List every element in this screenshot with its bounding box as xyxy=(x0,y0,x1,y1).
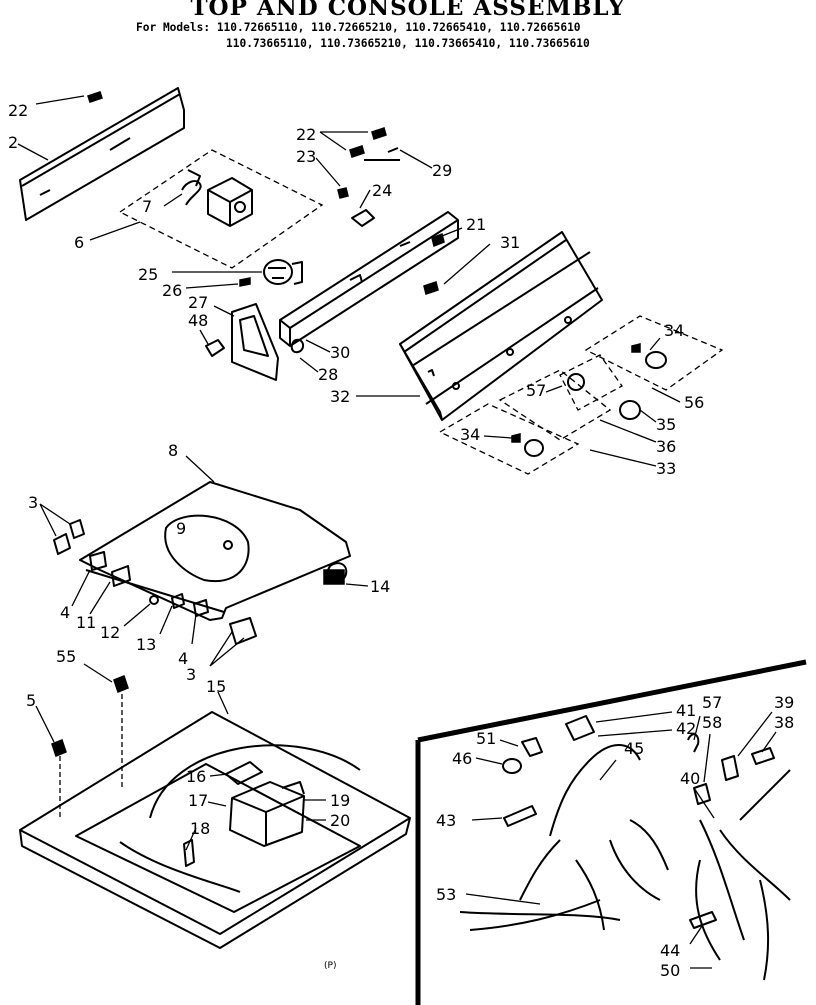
part-label-22: 22 xyxy=(296,125,316,144)
part-label-28: 28 xyxy=(318,365,338,384)
part-label-22: 22 xyxy=(8,101,28,120)
footer-mark: (P) xyxy=(324,961,336,971)
part-label-36: 36 xyxy=(656,437,676,456)
part-label-12: 12 xyxy=(100,623,120,642)
part-label-15: 15 xyxy=(206,677,226,696)
part-label-26: 26 xyxy=(162,281,182,300)
model-list-line-2: 110.73665110, 110.73665210, 110.73665410… xyxy=(226,37,590,50)
part-label-6: 6 xyxy=(74,233,84,252)
part-label-39: 39 xyxy=(774,693,794,712)
part-label-8: 8 xyxy=(168,441,178,460)
part-label-42: 42 xyxy=(676,719,696,738)
part-label-29: 29 xyxy=(432,161,452,180)
part-label-34: 34 xyxy=(460,425,480,444)
part-label-4: 4 xyxy=(60,603,70,622)
part-label-24: 24 xyxy=(372,181,392,200)
part-label-30: 30 xyxy=(330,343,350,362)
part-label-57: 57 xyxy=(702,693,722,712)
part-label-19: 19 xyxy=(330,791,350,810)
cabinet-top-part xyxy=(19,675,411,949)
part-label-44: 44 xyxy=(660,941,680,960)
part-label-48: 48 xyxy=(188,311,208,330)
part-label-55: 55 xyxy=(56,647,76,666)
lid-part xyxy=(79,481,351,621)
part-label-45: 45 xyxy=(624,739,644,758)
part-label-13: 13 xyxy=(136,635,156,654)
part-label-43: 43 xyxy=(436,811,456,830)
lens-frame-part xyxy=(205,303,304,381)
timer-assembly-part xyxy=(118,149,324,269)
part-label-31: 31 xyxy=(500,233,520,252)
part-label-18: 18 xyxy=(190,819,210,838)
part-label-57: 57 xyxy=(526,381,546,400)
part-label-11: 11 xyxy=(76,613,96,632)
part-label-33: 33 xyxy=(656,459,676,478)
part-label-38: 38 xyxy=(774,713,794,732)
part-label-23: 23 xyxy=(296,147,316,166)
part-label-50: 50 xyxy=(660,961,680,980)
part-label-51: 51 xyxy=(476,729,496,748)
part-label-58: 58 xyxy=(702,713,722,732)
part-label-17: 17 xyxy=(188,791,208,810)
part-label-40: 40 xyxy=(680,769,700,788)
part-number-labels: 22 2 22 23 29 24 7 6 21 31 25 26 27 48 3… xyxy=(8,101,794,980)
console-knob-area xyxy=(438,315,724,475)
console-panel-part xyxy=(399,231,603,421)
part-label-14: 14 xyxy=(370,577,390,596)
model-list-line-1: For Models: 110.72665110, 110.72665210, … xyxy=(136,21,581,34)
part-label-4: 4 xyxy=(178,649,188,668)
part-label-21: 21 xyxy=(466,215,486,234)
part-label-35: 35 xyxy=(656,415,676,434)
part-label-27: 27 xyxy=(188,293,208,312)
part-label-5: 5 xyxy=(26,691,36,710)
part-label-53: 53 xyxy=(436,885,456,904)
hinge-parts xyxy=(53,519,257,645)
part-label-16: 16 xyxy=(186,767,206,786)
part-label-9: 9 xyxy=(176,519,186,538)
leader-lines xyxy=(17,95,777,969)
part-label-2: 2 xyxy=(8,133,18,152)
part-label-46: 46 xyxy=(452,749,472,768)
part-label-56: 56 xyxy=(684,393,704,412)
part-label-3: 3 xyxy=(186,665,196,684)
screw-parts xyxy=(87,91,400,227)
part-label-32: 32 xyxy=(330,387,350,406)
part-label-25: 25 xyxy=(138,265,158,284)
part-label-34: 34 xyxy=(664,321,684,340)
wiring-harness-inset xyxy=(415,659,807,1005)
part-label-41: 41 xyxy=(676,701,696,720)
part-label-20: 20 xyxy=(330,811,350,830)
part-label-3: 3 xyxy=(28,493,38,512)
part-label-7: 7 xyxy=(142,197,152,216)
switch-knob-part xyxy=(239,259,303,287)
console-bracket-part xyxy=(279,211,459,347)
rear-panel-part xyxy=(19,87,185,221)
page-title: TOP AND CONSOLE ASSEMBLY xyxy=(190,0,626,21)
